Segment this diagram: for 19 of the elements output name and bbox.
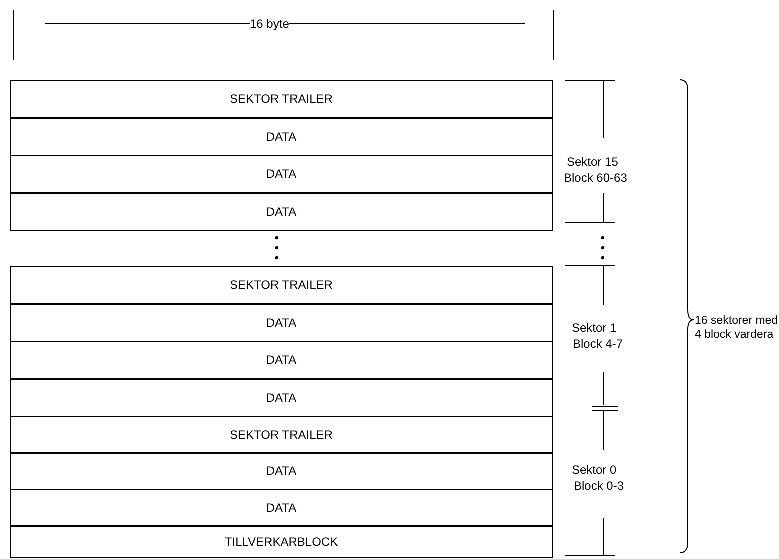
memory-block: SEKTOR TRAILER <box>10 416 553 453</box>
dimension-label: 16 byte <box>250 17 290 31</box>
sector-label: Block 0-3 <box>574 479 624 493</box>
memory-block: DATA <box>10 341 553 379</box>
memory-block: TILLVERKARBLOCK <box>10 526 553 558</box>
memory-block: DATA <box>10 452 553 490</box>
memory-block: DATA <box>10 304 553 342</box>
sector-label: Sektor 0 <box>572 463 617 477</box>
sector-label: Sektor 1 <box>572 321 617 335</box>
memory-block: DATA <box>10 378 553 416</box>
memory-block: DATA <box>10 118 553 156</box>
memory-block: DATA <box>10 192 553 230</box>
memory-block: SEKTOR TRAILER <box>10 266 553 304</box>
sector-label: Sektor 15 <box>567 155 618 169</box>
sector-label: Block 4-7 <box>573 337 624 351</box>
memory-block: DATA <box>10 489 553 526</box>
memory-block: SEKTOR TRAILER <box>10 80 553 118</box>
sector-label: Block 60-63 <box>564 171 628 185</box>
memory-block: DATA <box>10 155 553 193</box>
